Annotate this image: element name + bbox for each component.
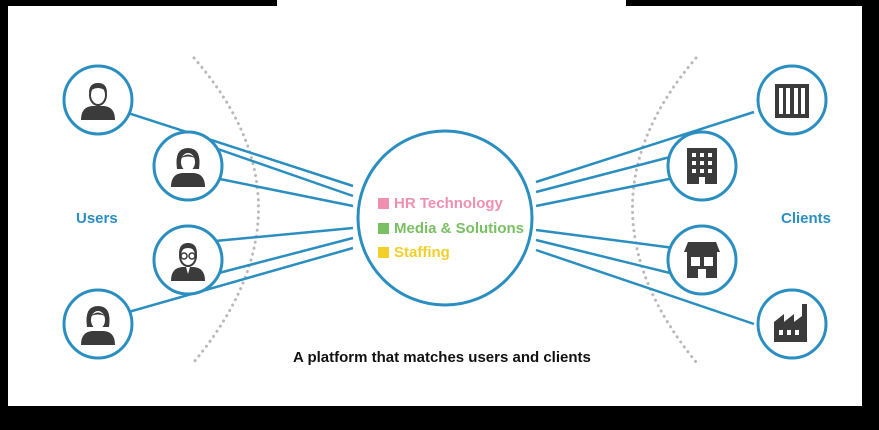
category-swatch — [378, 198, 389, 209]
factory-icon — [774, 304, 807, 342]
clients-dotted-arc — [631, 56, 698, 364]
client-node — [756, 64, 828, 136]
skyscraper-icon — [775, 84, 809, 118]
connector-line — [214, 236, 354, 276]
frame-border-right — [862, 0, 879, 430]
connector-line — [124, 246, 354, 315]
connector-line — [124, 110, 354, 188]
connector-line — [535, 228, 675, 250]
connector-line — [214, 226, 354, 243]
office-building-icon — [687, 148, 717, 184]
clients-label: Clients — [781, 210, 832, 227]
users-dotted-arc — [192, 56, 260, 364]
connector-line — [535, 248, 755, 326]
category-label: HR Technology — [394, 195, 503, 212]
users-label: Users — [76, 210, 118, 227]
connector-line — [214, 176, 354, 208]
woman-user-icon — [81, 306, 115, 345]
platform-diagram — [62, 56, 828, 364]
connector-line — [535, 110, 755, 184]
category-swatch — [378, 247, 389, 258]
client-node — [756, 288, 828, 360]
store-icon — [684, 242, 720, 278]
man-user-icon — [81, 83, 115, 120]
user-node — [152, 130, 224, 202]
frame-border-top-left — [0, 0, 277, 6]
connector-line — [214, 146, 354, 198]
user-node — [152, 224, 224, 296]
user-node — [62, 288, 134, 360]
connector-line — [535, 176, 675, 208]
man-glasses-user-icon — [171, 243, 205, 281]
category-label: Staffing — [394, 244, 450, 261]
woman-user-icon — [171, 148, 205, 187]
category-media-solutions: Media & Solutions — [378, 220, 524, 237]
category-swatch — [378, 223, 389, 234]
frame-border-bottom — [0, 406, 879, 430]
user-node — [62, 64, 134, 136]
category-staffing: Staffing — [378, 244, 450, 261]
frame-border-top-right — [626, 0, 879, 6]
platform-circle — [356, 129, 534, 307]
category-hr-technology: HR Technology — [378, 195, 503, 212]
category-label: Media & Solutions — [394, 220, 525, 237]
client-node — [666, 224, 738, 296]
connector-line — [535, 154, 675, 194]
client-node — [666, 130, 738, 202]
diagram-canvas: Users Clients HR Technology Media & Solu… — [8, 6, 862, 406]
diagram-caption: A platform that matches users and client… — [293, 349, 591, 366]
connector-line — [535, 238, 675, 276]
frame-border-left — [0, 0, 8, 430]
